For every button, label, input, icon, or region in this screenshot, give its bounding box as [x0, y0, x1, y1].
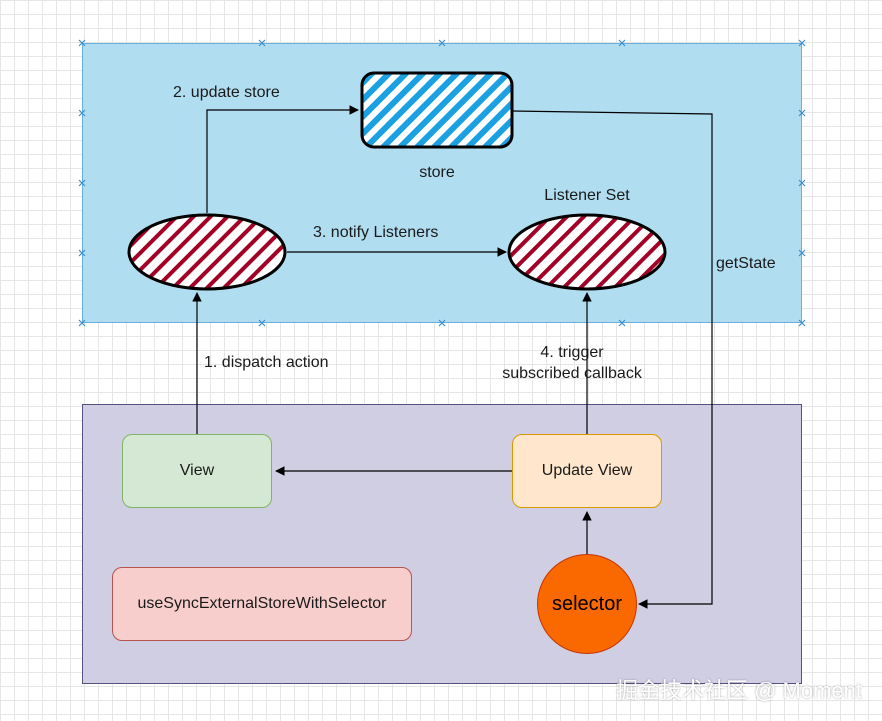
listener-set-node — [507, 213, 667, 291]
dispatcher-node — [127, 213, 287, 291]
update-view-node: Update View — [512, 434, 662, 508]
hook-node: useSyncExternalStoreWithSelector — [112, 567, 412, 641]
notify-listeners-label: 3. notify Listeners — [313, 224, 439, 241]
edge-update-store — [206, 105, 359, 213]
dispatch-action-label: 1. dispatch action — [204, 354, 329, 371]
store-label: store — [419, 164, 455, 181]
hook-label: useSyncExternalStoreWithSelector — [137, 595, 387, 612]
get-state-label: getState — [716, 255, 776, 272]
region-handles — [78, 39, 806, 327]
listener-set-label: Listener Set — [544, 187, 630, 204]
watermark: 掘金技术社区 @ Moment — [615, 678, 862, 703]
selector-node: selector — [537, 554, 637, 654]
trigger-label-line1: 4. trigger — [540, 344, 604, 361]
update-store-label: 2. update store — [173, 84, 280, 101]
trigger-label-line2: subscribed callback — [502, 365, 642, 382]
edge-get-state — [511, 110, 713, 609]
view-label: View — [179, 462, 215, 479]
update-view-label: Update View — [541, 462, 633, 479]
store-node — [360, 71, 514, 149]
view-node: View — [122, 434, 272, 508]
selector-label: selector — [551, 592, 623, 615]
